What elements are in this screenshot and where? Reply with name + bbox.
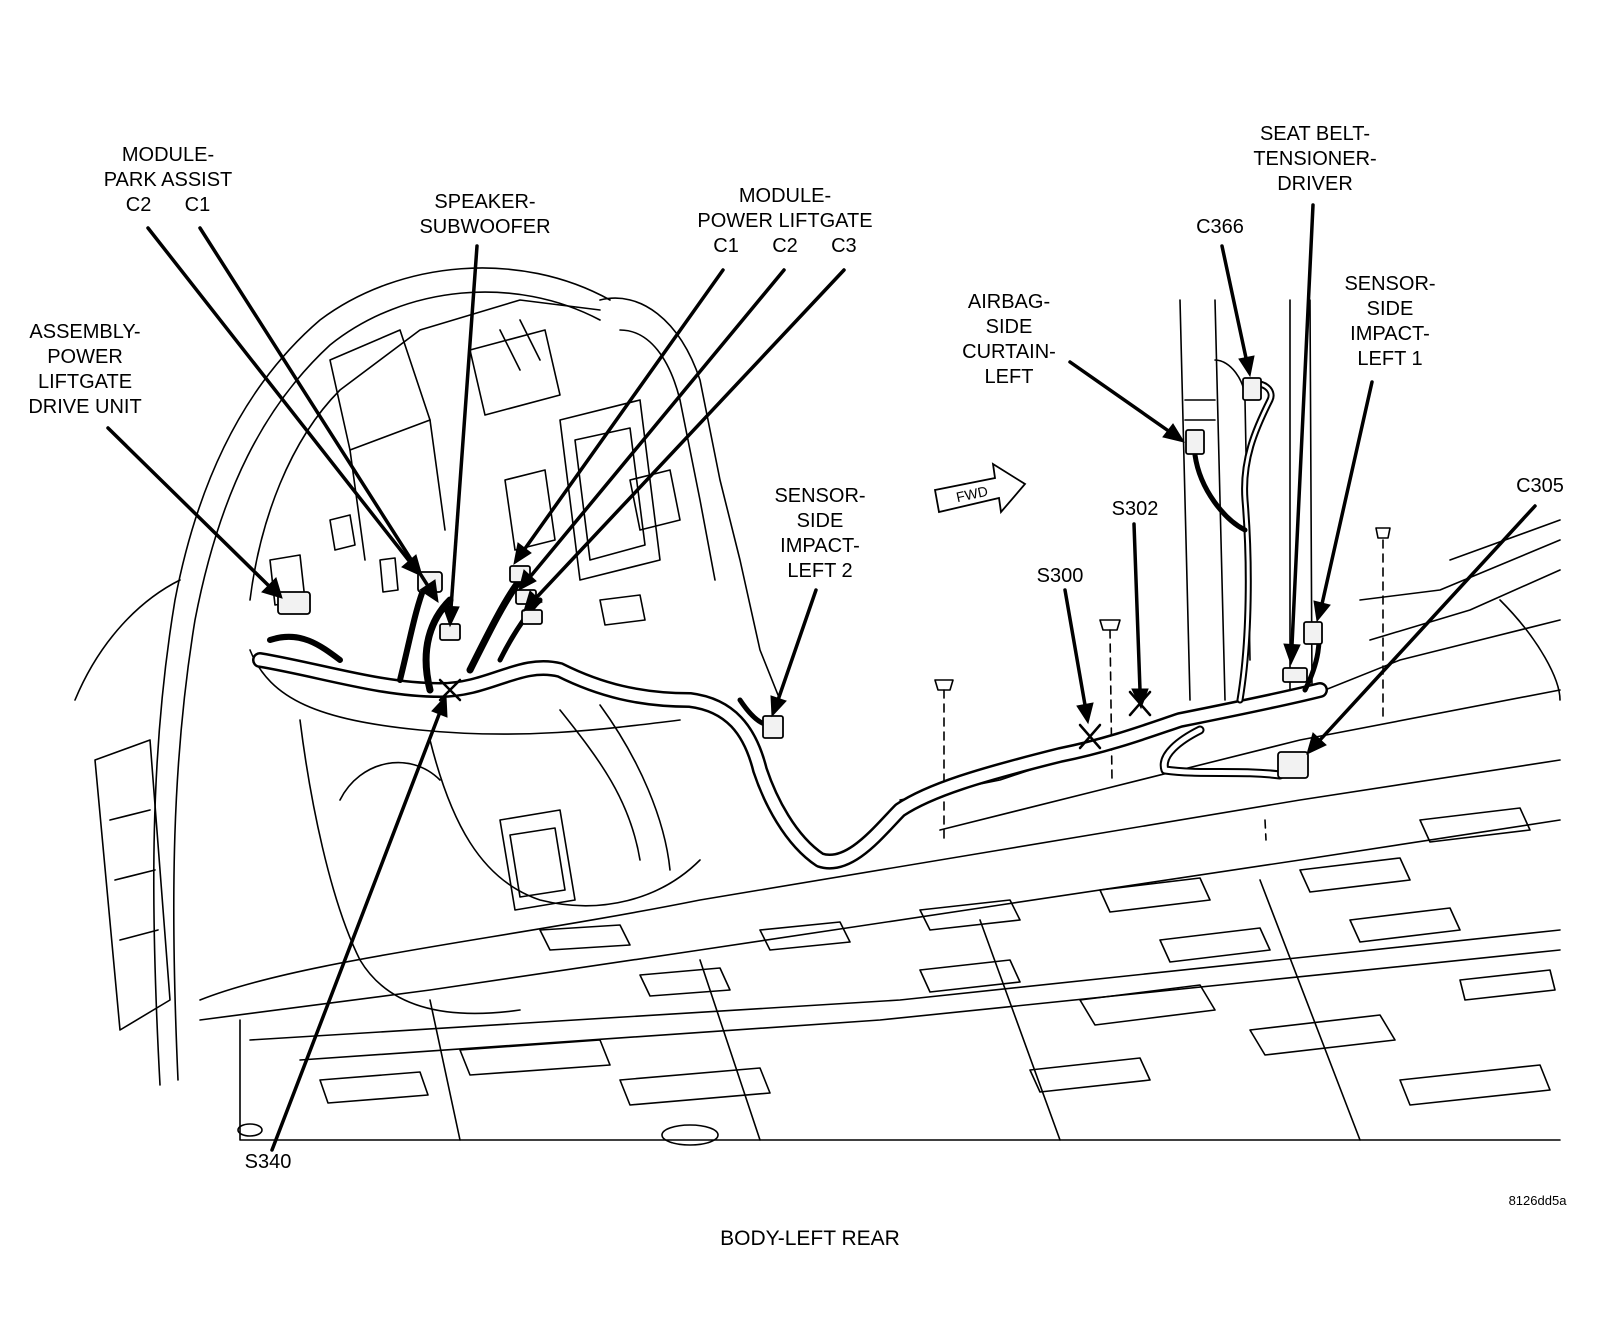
label-park-assist-line3: C2 C1 [125, 194, 211, 216]
leader-park-assist-c2 [146, 226, 412, 564]
label-s300: S300 [1036, 565, 1084, 587]
connector-airbag-curtain [1185, 429, 1205, 455]
arrowhead-subwoofer [442, 605, 460, 628]
connector-c366 [1242, 377, 1262, 401]
diagram-caption: BODY-LEFT REAR [720, 1227, 900, 1250]
label-power-liftgate-line1: MODULE- [738, 185, 832, 207]
connector-sensor-left-2 [762, 715, 784, 739]
label-sensor-left-1-line3: IMPACT- [1350, 323, 1430, 345]
label-module-power-liftgate: MODULE- POWER LIFTGATE C1 C2 C3 [680, 184, 890, 259]
label-sensor-left-1-line2: SIDE [1366, 298, 1414, 320]
splice-marks [438, 678, 1152, 750]
label-sensor-left-2-line1: SENSOR- [774, 485, 866, 507]
label-seat-belt-line2: TENSIONER- [1253, 148, 1377, 170]
arrowhead-s340 [431, 694, 448, 718]
figure-id: 8126dd5a [1508, 1193, 1567, 1208]
leader-liftgate-drive-unit [106, 426, 270, 587]
label-drive-unit-line2: POWER [47, 346, 123, 368]
leader-liftgate-c1 [522, 268, 725, 552]
label-drive-unit-line4: DRIVE UNIT [28, 396, 142, 418]
label-park-assist-line1: MODULE- [121, 144, 215, 166]
label-c305: C305 [1516, 475, 1564, 497]
label-sensor-left-2-line4: LEFT 2 [787, 560, 853, 582]
label-c366: C366 [1196, 216, 1244, 238]
arrowhead-c366 [1238, 355, 1255, 378]
splice-s300-mark [1078, 723, 1102, 750]
leader-subwoofer [449, 244, 479, 610]
leader-park-assist-c1 [198, 226, 430, 588]
label-s340: S340 [244, 1151, 292, 1173]
arrowhead-sensor-left-2 [770, 695, 787, 718]
label-subwoofer-line1: SPEAKER- [434, 191, 536, 213]
label-airbag-line3: CURTAIN- [962, 341, 1056, 363]
label-sensor-left-2-line3: IMPACT- [780, 535, 860, 557]
leader-s340 [270, 710, 442, 1152]
connector-liftgate-drive-unit [277, 591, 311, 615]
leader-liftgate-c3 [534, 268, 846, 600]
label-assembly-power-liftgate-drive-unit: ASSEMBLY- POWER LIFTGATE DRIVE UNIT [10, 320, 160, 420]
arrowhead-s302 [1131, 688, 1149, 710]
label-sensor-left-1-line1: SENSOR- [1344, 273, 1436, 295]
label-s302: S302 [1111, 498, 1159, 520]
arrowhead-liftgate-drive-unit [261, 577, 283, 599]
label-power-liftgate-line2: POWER LIFTGATE [697, 210, 873, 232]
wiring-harness [252, 380, 1328, 870]
arrowhead-sensor-left-1 [1313, 600, 1331, 623]
label-drive-unit-line3: LIFTGATE [37, 371, 133, 393]
label-park-assist-line2: PARK ASSIST [103, 169, 233, 191]
leader-s300 [1063, 588, 1087, 707]
connector-liftgate-c3 [521, 609, 543, 625]
arrowhead-airbag-curtain [1162, 423, 1186, 443]
arrowhead-park-assist-c1 [419, 579, 439, 604]
leader-liftgate-c2 [528, 268, 786, 579]
arrowhead-s300 [1076, 702, 1094, 725]
connector-c305 [1277, 751, 1309, 779]
leader-sensor-left-1 [1320, 380, 1374, 606]
leader-lines [106, 203, 1537, 1152]
label-module-park-assist: MODULE- PARK ASSIST C2 C1 [88, 143, 248, 218]
label-airbag-line4: LEFT [984, 366, 1034, 388]
leader-c366 [1220, 244, 1248, 360]
arrowhead-c305 [1306, 732, 1327, 755]
leader-sensor-left-2 [776, 588, 818, 702]
label-airbag-side-curtain-left: AIRBAG- SIDE CURTAIN- LEFT [944, 290, 1074, 390]
label-airbag-line1: AIRBAG- [967, 291, 1051, 313]
arrowhead-liftgate-c2 [518, 569, 537, 591]
connector-seat-belt [1282, 667, 1308, 683]
leader-c305 [1318, 504, 1537, 742]
leader-airbag-curtain [1068, 360, 1172, 434]
label-airbag-line2: SIDE [985, 316, 1033, 338]
arrowhead-liftgate-c3 [523, 590, 543, 612]
label-seat-belt-tensioner-driver: SEAT BELT- TENSIONER- DRIVER [1235, 122, 1395, 197]
label-sensor-left-1-line4: LEFT 1 [1357, 348, 1423, 370]
label-sensor-side-impact-left-1: SENSOR- SIDE IMPACT- LEFT 1 [1330, 272, 1450, 372]
label-speaker-subwoofer: SPEAKER- SUBWOOFER [400, 190, 570, 240]
arrowhead-seat-belt [1283, 643, 1301, 666]
label-sensor-side-impact-left-2: SENSOR- SIDE IMPACT- LEFT 2 [760, 484, 880, 584]
fwd-arrow-icon [933, 462, 1027, 515]
label-seat-belt-line1: SEAT BELT- [1259, 123, 1371, 145]
leader-s302 [1132, 522, 1142, 692]
label-power-liftgate-line3: C1 C2 C3 [713, 235, 857, 257]
label-seat-belt-line3: DRIVER [1277, 173, 1353, 195]
arrowhead-liftgate-c1 [513, 542, 532, 566]
splice-s340-mark [438, 678, 462, 702]
leader-seat-belt [1290, 203, 1315, 647]
label-drive-unit-line1: ASSEMBLY- [29, 321, 141, 343]
label-subwoofer-line2: SUBWOOFER [419, 216, 551, 238]
vehicle-body [74, 267, 1561, 1146]
label-sensor-left-2-line2: SIDE [796, 510, 844, 532]
connector-sensor-left-1 [1303, 621, 1323, 645]
